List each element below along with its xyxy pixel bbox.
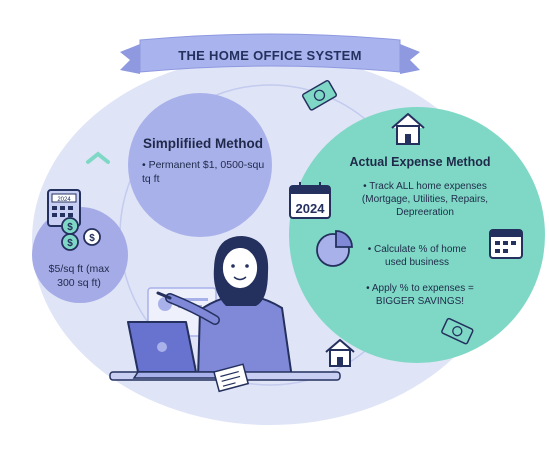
house-icon [391,113,425,145]
actual-bullet-track: • Track ALL home expenses (Mortgage, Uti… [361,181,489,218]
actual-method-title: Actual Expense Method [349,155,491,169]
simplified-method-title: Simplifiied Method [143,136,263,151]
simplified-circle [128,93,272,237]
money-icon [441,317,474,345]
rate-circle [32,207,128,303]
svg-text:$: $ [67,238,73,249]
page-title: THE HOME OFFICE SYSTEM [178,48,362,63]
svg-text:$: $ [89,233,95,244]
money-icon [301,79,337,111]
calculator-year: 2024 [57,197,71,203]
actual-bullet-apply: • Apply % to expenses = BIGGER SAVINGS! [366,283,474,307]
chevron-icon [86,151,110,164]
title-ribbon [120,33,420,74]
calendar-icon [489,229,523,259]
calendar-icon: 2024 [289,182,331,219]
calendar-year: 2024 [296,201,326,216]
simplified-method-bullet: • Permanent $1, 0500-squ tq ft [142,159,265,185]
house-icon [325,339,355,367]
pie-chart-icon [316,230,353,267]
calculator-icon: 2024 [47,189,81,227]
document-icon [213,363,250,393]
rate-text: $5/sq ft (max 300 sq ft) [48,263,110,289]
actual-circle [289,107,545,363]
coin-icon: $ $ $ [61,217,101,251]
actual-bullet-calculate: • Calculate % of home used business [367,244,467,268]
svg-text:$: $ [67,222,73,233]
